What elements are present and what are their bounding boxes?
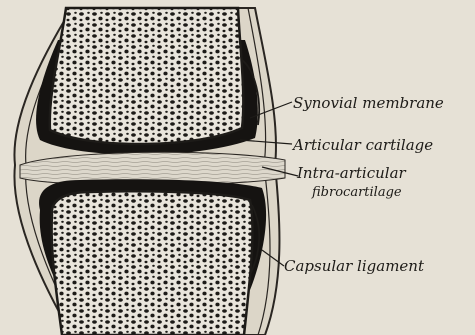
- label-intra-articular-line1: Intra-articular: [296, 164, 407, 182]
- upper-bone: [50, 8, 244, 144]
- label-synovial-membrane: Synovial membrane: [293, 94, 444, 112]
- label-intra-articular-line2: fibrocartilage: [311, 185, 402, 200]
- lower-bone: [52, 191, 253, 335]
- label-capsular-ligament: Capsular ligament: [284, 257, 425, 275]
- label-articular-cartilage: Articular cartilage: [291, 136, 433, 154]
